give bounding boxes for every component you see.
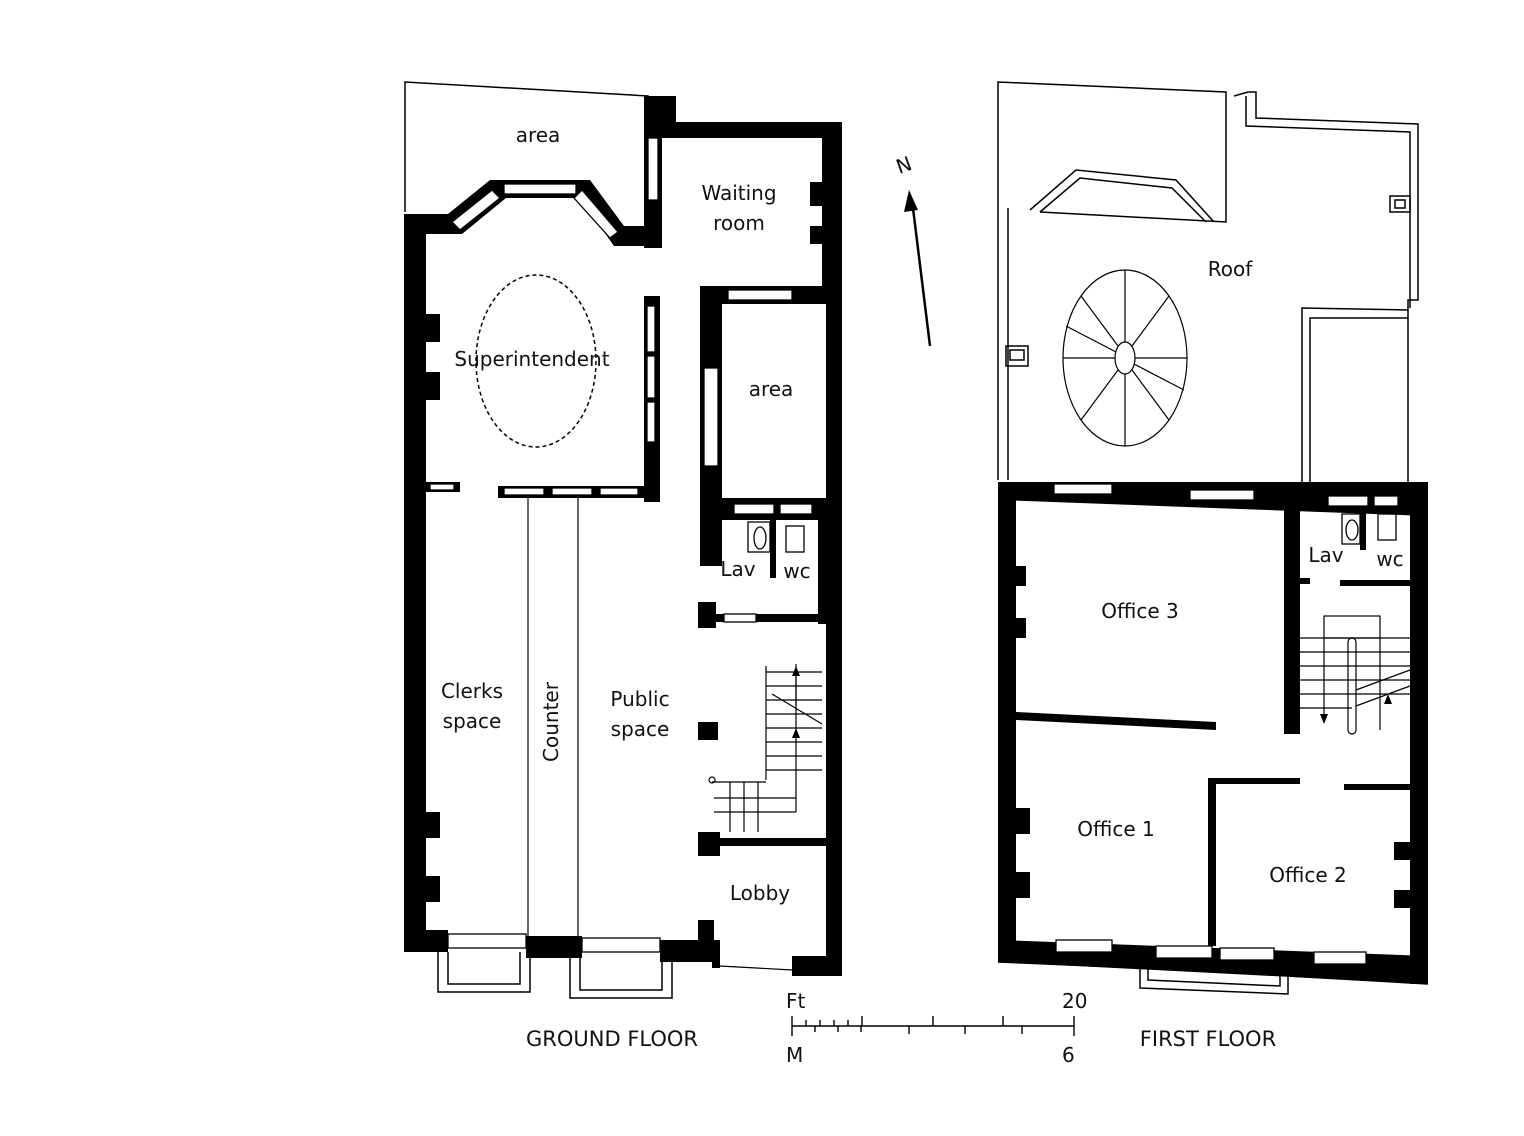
room-office2: Office 2 <box>1269 863 1346 887</box>
room-clerks-line1: Clerks <box>441 679 503 703</box>
room-waiting-line2: room <box>713 211 765 235</box>
room-area-mid: area <box>749 377 794 401</box>
north-label: N <box>893 151 915 179</box>
caption-ground-floor: GROUND FLOOR <box>526 1027 698 1051</box>
room-office1: Office 1 <box>1077 817 1154 841</box>
room-office3: Office 3 <box>1101 599 1178 623</box>
room-public-line1: Public <box>610 687 669 711</box>
room-superintendent: Superintendent <box>454 347 609 371</box>
caption-first-floor: FIRST FLOOR <box>1140 1027 1276 1051</box>
room-area-top: area <box>516 123 561 147</box>
first-stair <box>1300 615 1411 735</box>
first-floor-plan <box>997 81 1429 995</box>
roof-dome <box>1062 269 1188 447</box>
scale-m-label: M <box>786 1043 803 1067</box>
scale-ft-label: Ft <box>786 989 806 1013</box>
room-lobby: Lobby <box>730 881 790 905</box>
scale-bar <box>791 1016 1075 1036</box>
room-wc-ground: wc <box>783 559 810 583</box>
scale-ft-max: 20 <box>1062 989 1087 1013</box>
room-public-line2: space <box>611 717 670 741</box>
room-clerks-line2: space <box>443 709 502 733</box>
room-counter: Counter <box>539 681 563 762</box>
room-waiting-line1: Waiting <box>701 181 776 205</box>
room-roof: Roof <box>1208 257 1253 281</box>
scale-m-max: 6 <box>1062 1043 1075 1067</box>
north-arrow <box>904 190 932 347</box>
room-wc-first: wc <box>1376 547 1403 571</box>
room-lav-first: Lav <box>1308 543 1343 567</box>
ground-stair <box>708 664 823 832</box>
ground-floor-plan <box>404 81 842 999</box>
room-lav-ground: Lav <box>720 557 755 581</box>
